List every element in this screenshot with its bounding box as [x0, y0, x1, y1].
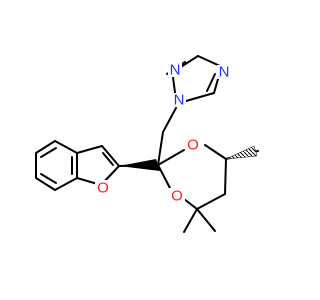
molecule-structure: N N N O O O: [35, 55, 259, 233]
bond: [224, 158, 227, 195]
bond: [206, 73, 216, 92]
bond: [197, 55, 221, 67]
bond: [162, 107, 177, 133]
bond: [183, 198, 198, 210]
bond: [157, 164, 172, 191]
bond: [183, 208, 198, 233]
stereo-bonds: [119, 145, 258, 171]
nitrogen-atom: N: [170, 62, 181, 79]
bond: [54, 140, 78, 154]
bond: [101, 145, 120, 167]
oxygen-atom: O: [97, 180, 109, 197]
wedge-bond: [119, 159, 160, 171]
bond: [102, 152, 114, 166]
bonds-layer: [35, 55, 259, 233]
oxygen-atom: O: [171, 188, 183, 205]
bond: [54, 177, 78, 191]
nitrogen-atom: N: [219, 64, 230, 81]
nitrogen-atom: N: [174, 92, 185, 109]
oxygen-atom: O: [187, 137, 199, 154]
bond: [40, 173, 57, 184]
hash-bond: [225, 145, 258, 160]
bond: [204, 144, 227, 160]
atoms-layer: N N N O O O: [95, 62, 231, 205]
bond: [40, 147, 57, 158]
bond: [185, 92, 215, 102]
bond: [35, 140, 56, 154]
bond: [196, 208, 216, 232]
bond: [157, 149, 185, 166]
molecule-canvas: N N N O O O: [35, 55, 259, 233]
bond: [35, 177, 56, 191]
bond: [76, 145, 103, 154]
bond: [157, 131, 164, 166]
bond: [196, 193, 226, 210]
